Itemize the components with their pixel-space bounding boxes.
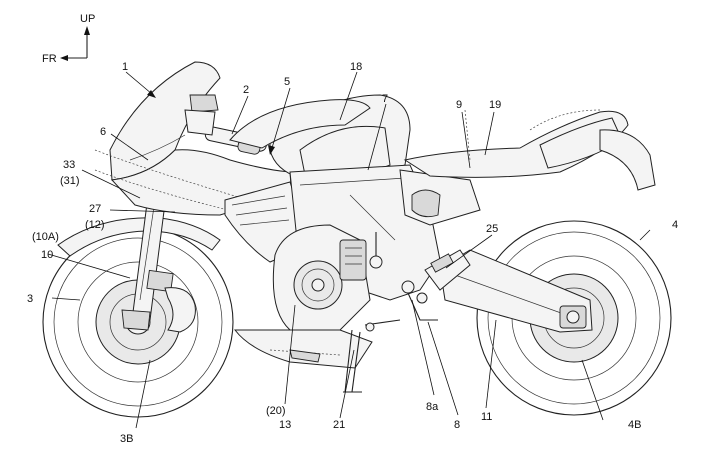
engine [272, 224, 383, 331]
lower-cowl [233, 329, 373, 369]
label-10a: (10A) [32, 231, 59, 243]
label-18: 18 [350, 61, 362, 73]
swing-arm [439, 249, 593, 333]
label-4: 4 [672, 219, 678, 231]
label-2: 2 [243, 84, 249, 96]
direction-indicator: UP FR [42, 13, 95, 65]
label-20: (20) [266, 405, 286, 417]
label-3b: 3B [120, 433, 133, 445]
reference-labels: 1 2 3 3B 4 4B 5 6 7 8 8a 9 10 (10A) 11 (… [27, 61, 678, 445]
label-33: 33 [63, 159, 75, 171]
label-8: 8 [454, 419, 460, 431]
label-12: (12) [85, 219, 105, 231]
label-31: (31) [60, 175, 80, 187]
label-11: 11 [481, 411, 492, 423]
label-5: 5 [284, 76, 290, 88]
tail-hugger [599, 129, 656, 191]
label-9: 9 [456, 99, 462, 111]
label-8a: 8a [426, 401, 439, 413]
label-21: 21 [333, 419, 345, 431]
label-7: 7 [382, 93, 388, 105]
up-arrow-icon [84, 26, 90, 35]
label-10: 10 [41, 249, 53, 261]
label-4b: 4B [628, 419, 641, 431]
label-25: 25 [486, 223, 498, 235]
brake-caliper [164, 287, 196, 333]
front-arrow-icon [60, 55, 68, 61]
front-label: FR [42, 53, 57, 65]
label-19: 19 [489, 99, 501, 111]
leader-lines [47, 71, 651, 429]
label-3: 3 [27, 293, 33, 305]
up-label: UP [80, 13, 95, 25]
front-fender [57, 217, 221, 257]
mirror-mount [189, 94, 219, 113]
label-1: 1 [122, 61, 128, 73]
footpeg-bracket [401, 249, 471, 321]
label-13: 13 [279, 419, 291, 431]
seat-tail [403, 109, 656, 191]
front-fork [121, 179, 196, 333]
label-27: 27 [89, 203, 101, 215]
label-6: 6 [100, 126, 106, 138]
side-stand [343, 319, 401, 393]
upper-panel [229, 99, 371, 149]
